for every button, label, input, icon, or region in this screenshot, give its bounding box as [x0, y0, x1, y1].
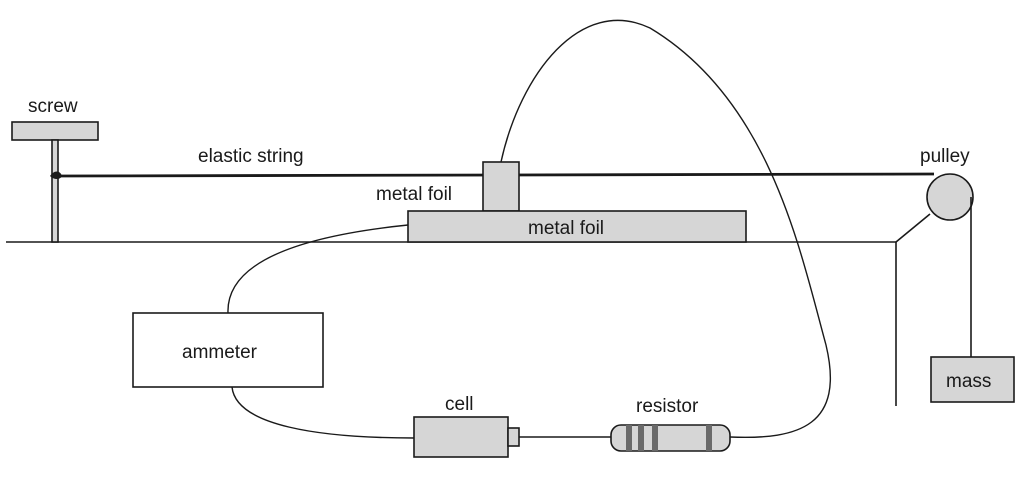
resistor: [610, 424, 731, 452]
ammeter: [132, 312, 324, 388]
metal-foil-large-label: metal foil: [528, 218, 604, 239]
ammeter-label: ammeter: [182, 342, 258, 363]
metal-foil-small: [482, 161, 520, 212]
pulley-label: pulley: [920, 146, 970, 167]
screw-label: screw: [28, 96, 78, 117]
mass: [930, 356, 1015, 403]
wires: [227, 19, 831, 439]
elastic-string-label: elastic string: [198, 146, 304, 167]
cell-label: cell: [445, 394, 474, 415]
mass-label: mass: [946, 371, 991, 392]
resistor-label: resistor: [636, 396, 699, 417]
metal-foil-large: [407, 210, 747, 243]
cell: [413, 416, 520, 458]
metal-foil-small-label: metal foil: [376, 184, 452, 205]
pulley: [926, 173, 974, 221]
screw: [11, 121, 99, 243]
